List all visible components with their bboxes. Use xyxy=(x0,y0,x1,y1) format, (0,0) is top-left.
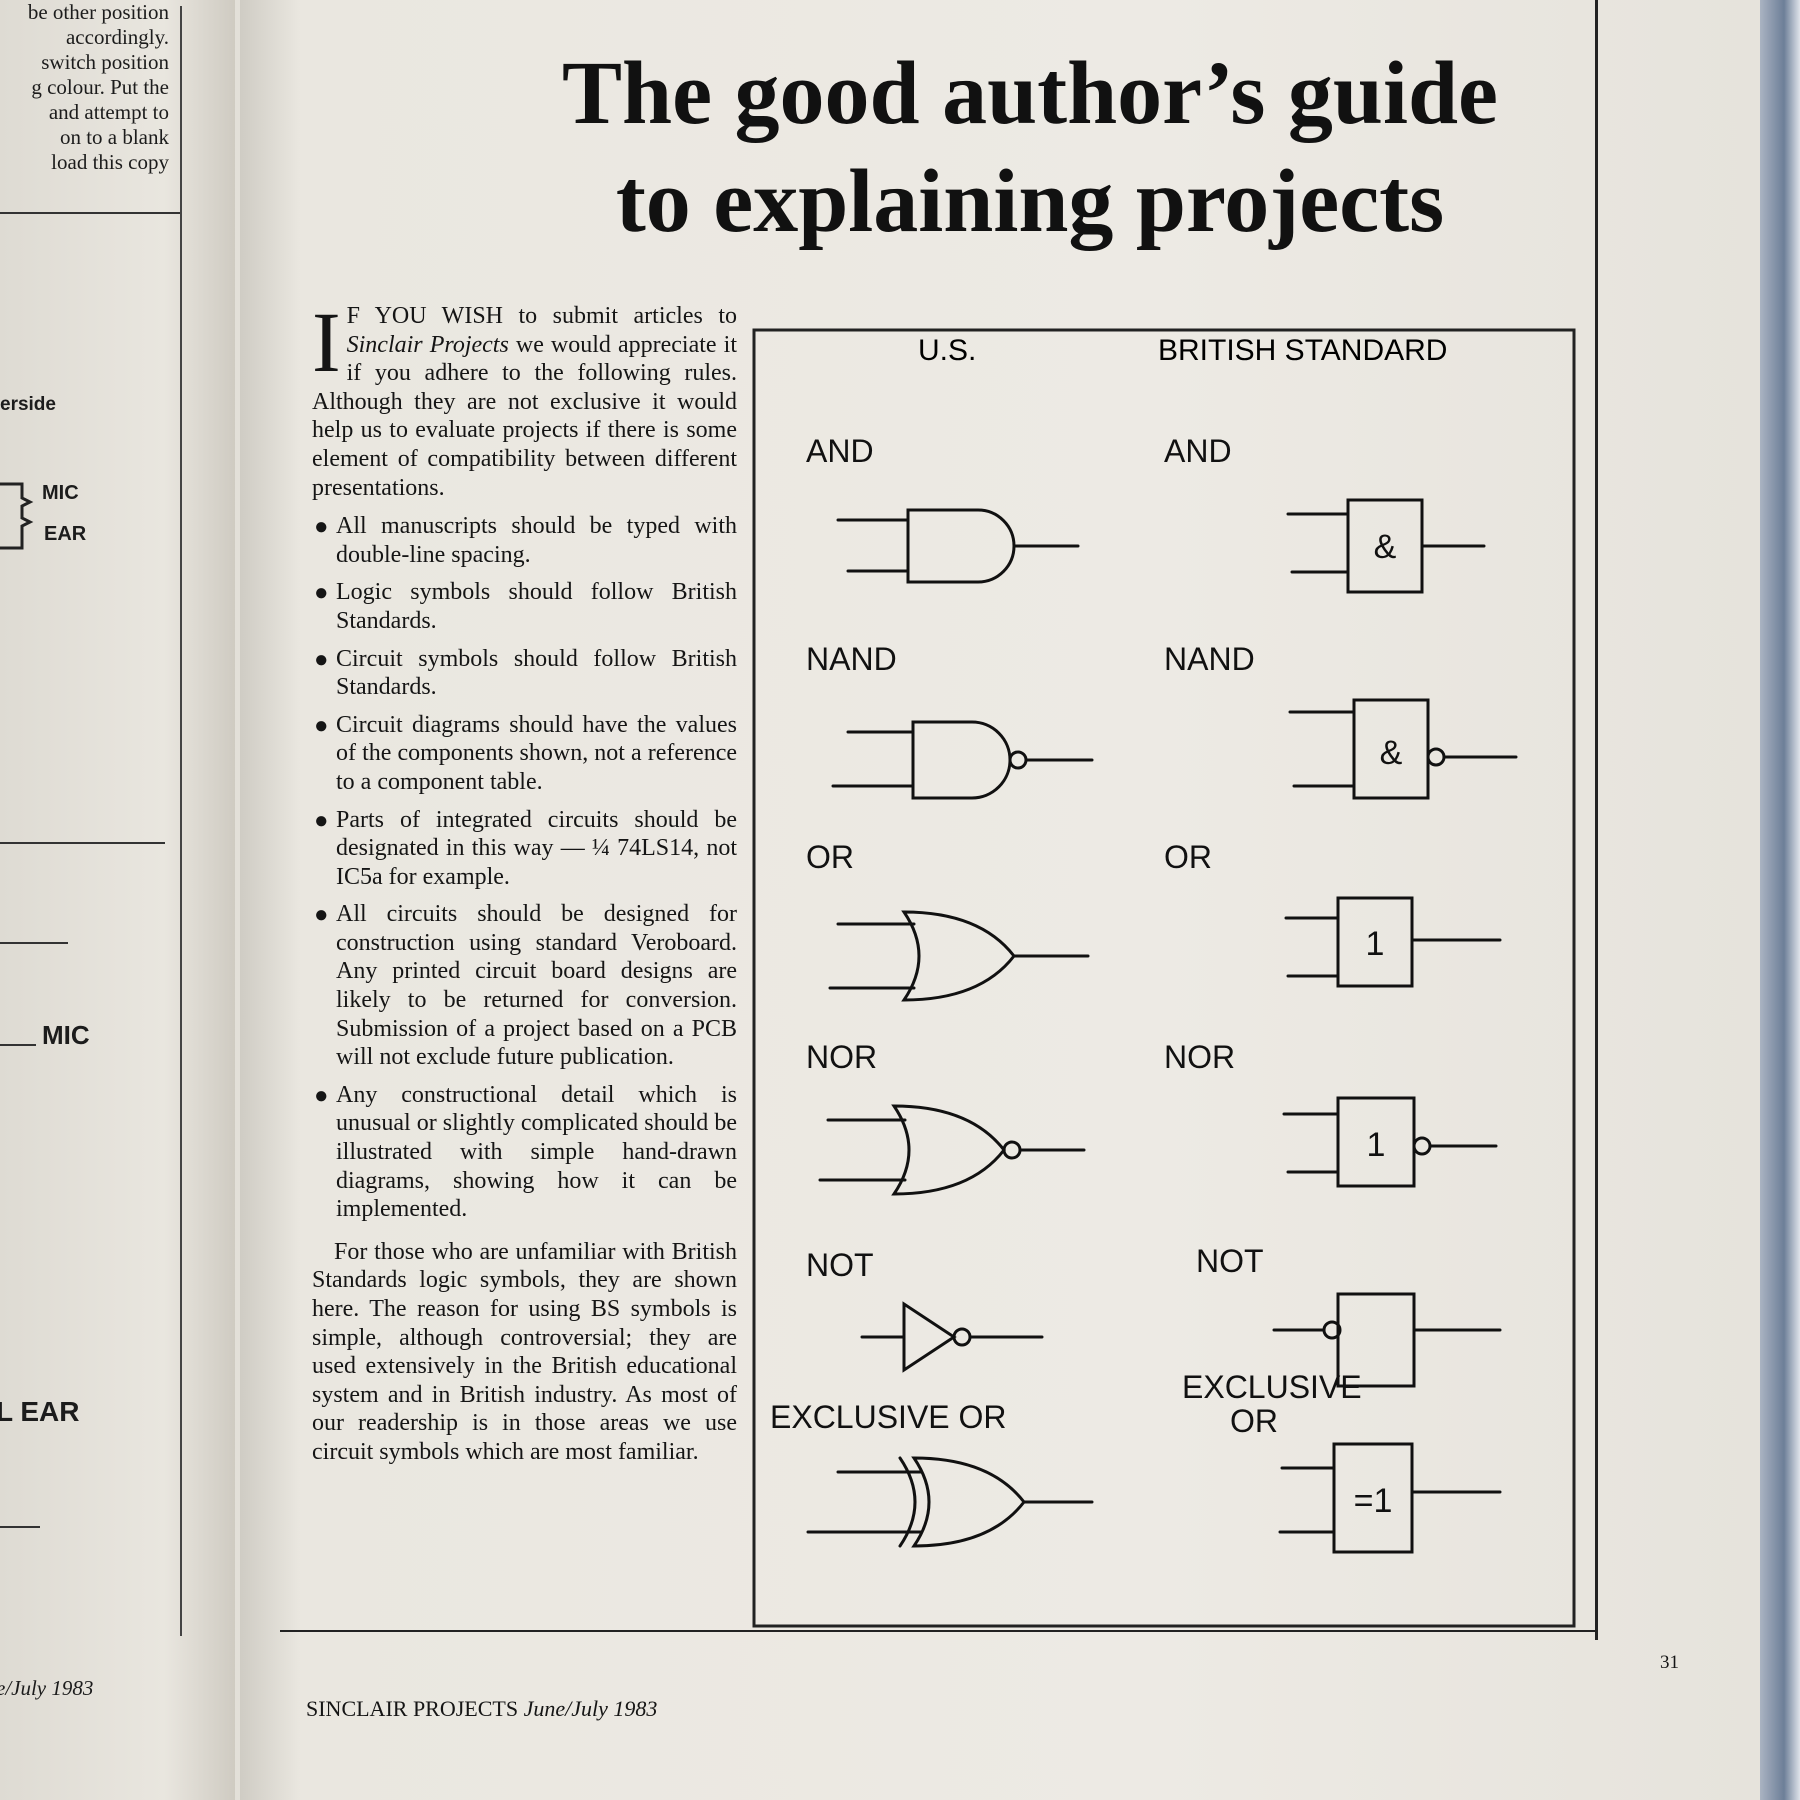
connector-bracket-icon xyxy=(0,482,34,550)
bs-not-label: NOT xyxy=(1196,1243,1264,1279)
footer-publication: SINCLAIR PROJECTS xyxy=(306,1696,519,1721)
bullet-icon: ● xyxy=(314,902,329,929)
wire-line xyxy=(0,1044,36,1046)
bs-or-gate-symbol xyxy=(1284,896,1502,988)
bullet-icon: ● xyxy=(314,1082,329,1109)
rule-text: All circuits should be designed for cons… xyxy=(336,901,737,1071)
closing-paragraph: For those who are unfamiliar with Britis… xyxy=(312,1238,737,1465)
bs-column-header: BRITISH STANDARD xyxy=(1158,334,1447,367)
bs-xor-label-line-1: EXCLUSIVE xyxy=(1182,1369,1362,1405)
rule-text: Logic symbols should follow British Stan… xyxy=(336,579,737,634)
us-nor-gate-symbol xyxy=(818,1104,1086,1196)
us-not-gate-symbol xyxy=(860,1301,1044,1373)
intro-text: to submit articles to xyxy=(503,303,738,329)
bs-nor-symbol: 1 xyxy=(1367,1126,1386,1164)
us-xor-gate-symbol xyxy=(806,1456,1094,1548)
bs-nand-symbol: & xyxy=(1380,734,1403,772)
us-nor-label: NOR xyxy=(806,1039,877,1075)
bullet-icon: ● xyxy=(314,712,329,739)
bs-not-gate-symbol xyxy=(1272,1292,1502,1388)
rule-text: Parts of integrated circuits should be d… xyxy=(336,806,737,890)
previous-page: be other position accordingly. switch po… xyxy=(0,0,235,1800)
page-number: 31 xyxy=(1660,1652,1679,1673)
rule-text: Circuit diagrams should have the values … xyxy=(336,711,737,795)
divider xyxy=(0,842,165,844)
lead-in: F YOU WISH xyxy=(346,303,503,329)
magazine-page: The good author’s guide to explaining pr… xyxy=(240,0,1760,1800)
us-not-label: NOT xyxy=(806,1247,874,1283)
mic-label: MIC xyxy=(42,1020,90,1050)
ear-label: EAR xyxy=(44,523,87,545)
previous-page-line: accordingly. xyxy=(65,25,169,49)
adjacent-magazine-edge xyxy=(1760,0,1800,1800)
previous-page-line: and attempt to xyxy=(48,100,169,124)
rule-item: ● Parts of integrated circuits should be … xyxy=(312,806,737,892)
bs-and-gate-symbol xyxy=(1286,498,1486,594)
article-title: The good author’s guide to explaining pr… xyxy=(340,40,1720,256)
us-column-header: U.S. xyxy=(918,334,976,367)
page-frame-border xyxy=(1595,0,1598,1640)
figure-label: erside xyxy=(0,394,56,415)
rules-list: ● All manuscripts should be typed with do… xyxy=(312,512,737,1224)
previous-page-footer: e/July 1983 xyxy=(0,1676,94,1700)
us-or-label: OR xyxy=(806,839,854,875)
previous-page-figure-frame xyxy=(0,6,182,1636)
rule-item: ● Circuit symbols should follow British S… xyxy=(312,645,737,702)
rule-item: ● Any constructional detail which is unus… xyxy=(312,1081,737,1224)
bs-or-symbol: 1 xyxy=(1366,925,1385,963)
rule-text: Any constructional detail which is unusu… xyxy=(336,1081,737,1223)
us-nand-label: NAND xyxy=(806,641,897,677)
bs-nor-label: NOR xyxy=(1164,1039,1235,1075)
bs-or-label: OR xyxy=(1164,839,1212,875)
bs-nand-label: NAND xyxy=(1164,641,1255,677)
us-xor-label: EXCLUSIVE OR xyxy=(770,1399,1007,1435)
page-footer: SINCLAIR PROJECTS June/July 1983 xyxy=(306,1696,657,1722)
previous-page-line: be other position xyxy=(27,0,169,24)
bs-xor-gate-symbol xyxy=(1278,1442,1502,1554)
title-line-2: to explaining projects xyxy=(615,152,1445,251)
intro-text: we would appreciate it if you adhere to … xyxy=(312,331,737,501)
logic-symbols-diagram: U.S. BRITISH STANDARD xyxy=(748,328,1582,1628)
wire-line xyxy=(0,1526,40,1528)
logic-symbols-figure: U.S. BRITISH STANDARD xyxy=(752,328,1576,1628)
rule-text: All manuscripts should be typed with dou… xyxy=(336,513,737,568)
previous-page-line: on to a blank xyxy=(59,125,169,149)
bullet-icon: ● xyxy=(314,514,329,541)
previous-page-line: switch position xyxy=(41,50,169,74)
previous-page-text: be other position accordingly. switch po… xyxy=(0,0,169,175)
bullet-icon: ● xyxy=(314,646,329,673)
bs-nor-gate-symbol xyxy=(1282,1096,1498,1188)
bs-and-symbol: & xyxy=(1374,528,1397,566)
us-and-label: AND xyxy=(806,433,874,469)
bs-nand-gate-symbol xyxy=(1288,698,1518,800)
rule-item: ● Logic symbols should follow British Sta… xyxy=(312,578,737,635)
mic-label: MIC xyxy=(42,482,79,504)
wire-line xyxy=(0,942,68,944)
bullet-icon: ● xyxy=(314,580,329,607)
bs-and-label: AND xyxy=(1164,433,1232,469)
ear-label: L EAR xyxy=(0,1396,80,1427)
publication-name: Sinclair Projects xyxy=(346,331,509,358)
us-and-gate-symbol xyxy=(836,508,1080,584)
title-line-1: The good author’s guide xyxy=(562,44,1498,143)
diagram-frame xyxy=(752,328,1576,1628)
bs-xor-symbol: =1 xyxy=(1354,1482,1393,1520)
us-or-gate-symbol xyxy=(828,910,1090,1002)
rule-item: ● All manuscripts should be typed with do… xyxy=(312,512,737,569)
rule-item: ● All circuits should be designed for con… xyxy=(312,900,737,1072)
previous-page-line: g colour. Put the xyxy=(31,75,169,99)
bullet-icon: ● xyxy=(314,807,329,834)
footer-date: June/July 1983 xyxy=(523,1696,658,1721)
page-frame-border xyxy=(280,1630,1598,1632)
rule-item: ● Circuit diagrams should have the values… xyxy=(312,711,737,797)
rule-text: Circuit symbols should follow British St… xyxy=(336,645,737,701)
divider xyxy=(0,212,180,214)
previous-page-line: load this copy xyxy=(51,150,169,174)
us-nand-gate-symbol xyxy=(831,720,1094,800)
bs-xor-label-line-2: OR xyxy=(1230,1403,1278,1439)
drop-cap: I xyxy=(312,294,341,390)
